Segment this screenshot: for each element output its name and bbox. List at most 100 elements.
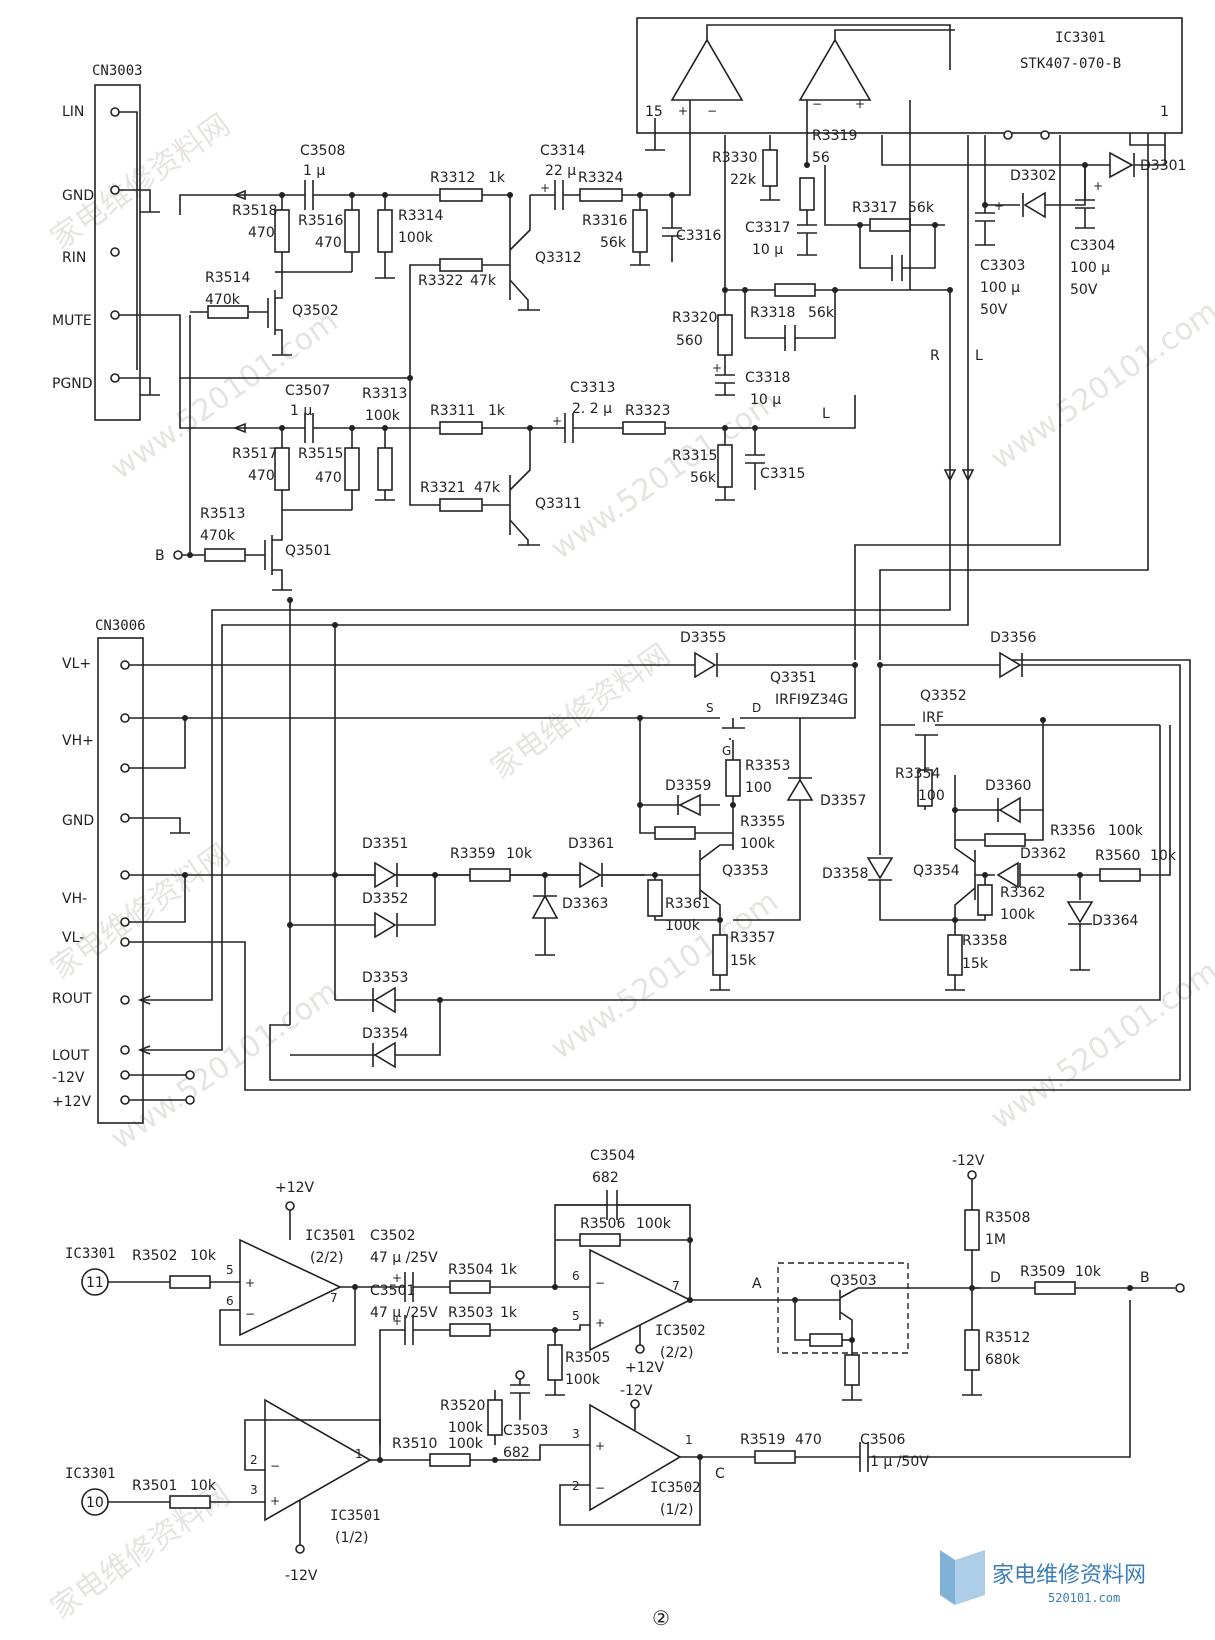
power-switch-section: D3355 D3356 Q3351 IRFI9Z34G S D G R3353 …	[269, 597, 1181, 1081]
svg-text:D: D	[752, 701, 761, 715]
ic3301-pin1: 1	[1160, 104, 1169, 120]
svg-text:D3302: D3302	[1010, 168, 1056, 184]
svg-text:+12V: +12V	[52, 1094, 92, 1110]
svg-text:100k: 100k	[665, 918, 701, 934]
svg-text:1 μ /50V: 1 μ /50V	[870, 1454, 929, 1470]
svg-text:56k: 56k	[808, 305, 835, 321]
svg-text:470: 470	[248, 225, 275, 241]
svg-text:R3502: R3502	[132, 1248, 177, 1264]
svg-text:R3514: R3514	[205, 270, 250, 286]
svg-text:100k: 100k	[398, 230, 434, 246]
svg-text:682: 682	[592, 1170, 619, 1186]
svg-text:-12V: -12V	[52, 1070, 85, 1086]
svg-text:D3360: D3360	[985, 778, 1031, 794]
svg-text:C3314: C3314	[540, 143, 585, 159]
svg-text:6: 6	[572, 1269, 580, 1283]
svg-text:Q3312: Q3312	[535, 250, 582, 266]
cn3006-ref: CN3006	[95, 618, 146, 634]
svg-text:+: +	[595, 1316, 605, 1330]
svg-text:R3508: R3508	[985, 1210, 1030, 1226]
svg-text:3: 3	[250, 1483, 258, 1497]
svg-text:R3510: R3510	[392, 1436, 437, 1452]
svg-text:R3560: R3560	[1095, 848, 1140, 864]
svg-text:+: +	[392, 1271, 402, 1285]
cn3003-ref: CN3003	[92, 63, 143, 79]
svg-text:50V: 50V	[980, 302, 1008, 318]
svg-text:(1/2): (1/2)	[335, 1530, 368, 1546]
svg-text:1k: 1k	[500, 1305, 518, 1321]
svg-text:1: 1	[355, 1447, 363, 1461]
svg-text:R3355: R3355	[740, 814, 785, 830]
svg-text:D3353: D3353	[362, 970, 408, 986]
svg-text:1k: 1k	[488, 403, 506, 419]
svg-text:D3363: D3363	[562, 896, 608, 912]
watermark-text: 家电维修资料网	[45, 837, 237, 986]
cn3003-pin: GND	[62, 188, 94, 204]
input-stage-top: C3508 1 μ R3518 470 R3516 470 R3314 100k…	[179, 100, 721, 381]
svg-text:Q3311: Q3311	[535, 496, 582, 512]
svg-text:LOUT: LOUT	[52, 1048, 90, 1064]
svg-text:100k: 100k	[448, 1420, 484, 1436]
svg-text:R3330: R3330	[712, 150, 757, 166]
site-logo: 家电维修资料网 520101.com	[940, 1550, 1146, 1605]
svg-text:D3301: D3301	[1140, 158, 1186, 174]
svg-text:R3512: R3512	[985, 1330, 1030, 1346]
svg-text:VL+: VL+	[62, 656, 91, 672]
svg-text:C3504: C3504	[590, 1148, 635, 1164]
svg-text:560: 560	[676, 333, 703, 349]
svg-text:470: 470	[795, 1432, 822, 1448]
cn3003: CN3003 LIN GND RIN MUTE PGND	[52, 63, 410, 421]
svg-text:D3362: D3362	[1020, 846, 1066, 862]
svg-text:100k: 100k	[1108, 823, 1144, 839]
svg-text:+: +	[392, 1314, 402, 1328]
svg-text:R3519: R3519	[740, 1432, 785, 1448]
svg-text:56k: 56k	[690, 470, 717, 486]
svg-text:100k: 100k	[448, 1436, 484, 1452]
svg-text:470: 470	[315, 235, 342, 251]
svg-text:100k: 100k	[365, 408, 401, 424]
svg-text:100: 100	[745, 780, 772, 796]
svg-text:A: A	[752, 1276, 762, 1292]
svg-text:R3504: R3504	[448, 1262, 493, 1278]
svg-text:C3503: C3503	[503, 1423, 548, 1439]
svg-text:R3313: R3313	[362, 386, 407, 402]
svg-text:100k: 100k	[740, 836, 776, 852]
cn3003-pin: RIN	[62, 250, 86, 266]
svg-text:+: +	[270, 1494, 280, 1508]
svg-text:R3319: R3319	[812, 128, 857, 144]
svg-text:R3321: R3321	[420, 480, 465, 496]
svg-text:ROUT: ROUT	[52, 991, 92, 1007]
svg-text:C3313: C3313	[570, 380, 615, 396]
cn3003-pin: MUTE	[52, 313, 92, 329]
svg-text:100k: 100k	[1000, 907, 1036, 923]
svg-text:R3518: R3518	[232, 203, 277, 219]
svg-text:15k: 15k	[962, 956, 989, 972]
svg-text:470: 470	[315, 470, 342, 486]
svg-text:1M: 1M	[985, 1232, 1006, 1248]
svg-text:7: 7	[672, 1279, 680, 1293]
svg-text:7: 7	[330, 1291, 338, 1305]
svg-text:Q3502: Q3502	[292, 303, 339, 319]
input-stage-bottom: C3507 1 μ R3517 470 R3515 470 R3313 100k…	[155, 315, 856, 591]
cn3003-pin: LIN	[62, 104, 84, 120]
svg-text:R3501: R3501	[132, 1478, 177, 1494]
svg-text:IC3501: IC3501	[305, 1228, 356, 1244]
svg-text:IRF: IRF	[922, 710, 944, 726]
svg-text:D3356: D3356	[990, 630, 1037, 646]
svg-text:R3506: R3506	[580, 1216, 625, 1232]
svg-text:100k: 100k	[565, 1372, 601, 1388]
svg-text:470: 470	[248, 468, 275, 484]
svg-text:C3508: C3508	[300, 143, 345, 159]
svg-text:100 μ: 100 μ	[980, 280, 1020, 296]
svg-text:56k: 56k	[908, 200, 935, 216]
svg-text:2: 2	[572, 1479, 580, 1493]
svg-text:470k: 470k	[205, 292, 241, 308]
svg-text:R3318: R3318	[750, 305, 795, 321]
svg-text:IC3301: IC3301	[65, 1246, 116, 1262]
svg-text:R3359: R3359	[450, 846, 495, 862]
svg-text:+12V: +12V	[625, 1360, 665, 1376]
svg-text:−: −	[245, 1307, 255, 1321]
svg-text:D3361: D3361	[568, 836, 614, 852]
svg-text:+: +	[712, 361, 722, 375]
site-logo-text: 家电维修资料网	[992, 1563, 1146, 1588]
